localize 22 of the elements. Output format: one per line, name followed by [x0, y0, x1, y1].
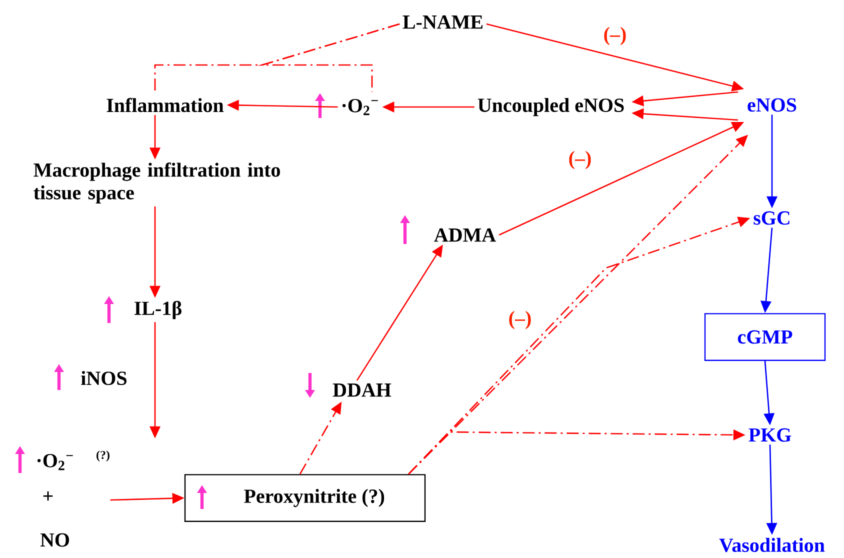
term-label: L-NAME	[402, 15, 483, 29]
term-label: ADMA	[434, 228, 496, 242]
species-label: (?)	[96, 450, 110, 462]
pathway-label: sGC	[754, 211, 790, 225]
process-box: Peroxynitrite (?)	[184, 474, 426, 522]
pathway-label: PKG	[748, 428, 792, 442]
term-label: Inflammation	[106, 98, 224, 112]
term-label: IL-1β	[134, 300, 182, 320]
species-label: NO	[40, 533, 70, 547]
edge-label: iNOS	[81, 370, 126, 386]
pathway-label: eNOS	[748, 98, 796, 112]
edge-label: (–)	[509, 310, 531, 330]
species-label: +	[43, 491, 53, 501]
edge-label: (–)	[569, 150, 591, 170]
term-label: Macrophage infiltration into tissue space	[34, 162, 280, 204]
term-label: Uncoupled eNOS	[478, 98, 624, 116]
term-label: ·O$_{2}$−	[342, 98, 378, 116]
edge-label: (–)	[604, 26, 626, 46]
species-label: ·O$_{2}$−	[37, 454, 73, 470]
term-label: DDAH	[332, 383, 392, 397]
pathway-label: Vasodilation	[719, 538, 825, 552]
process-box: cGMP	[704, 313, 826, 361]
